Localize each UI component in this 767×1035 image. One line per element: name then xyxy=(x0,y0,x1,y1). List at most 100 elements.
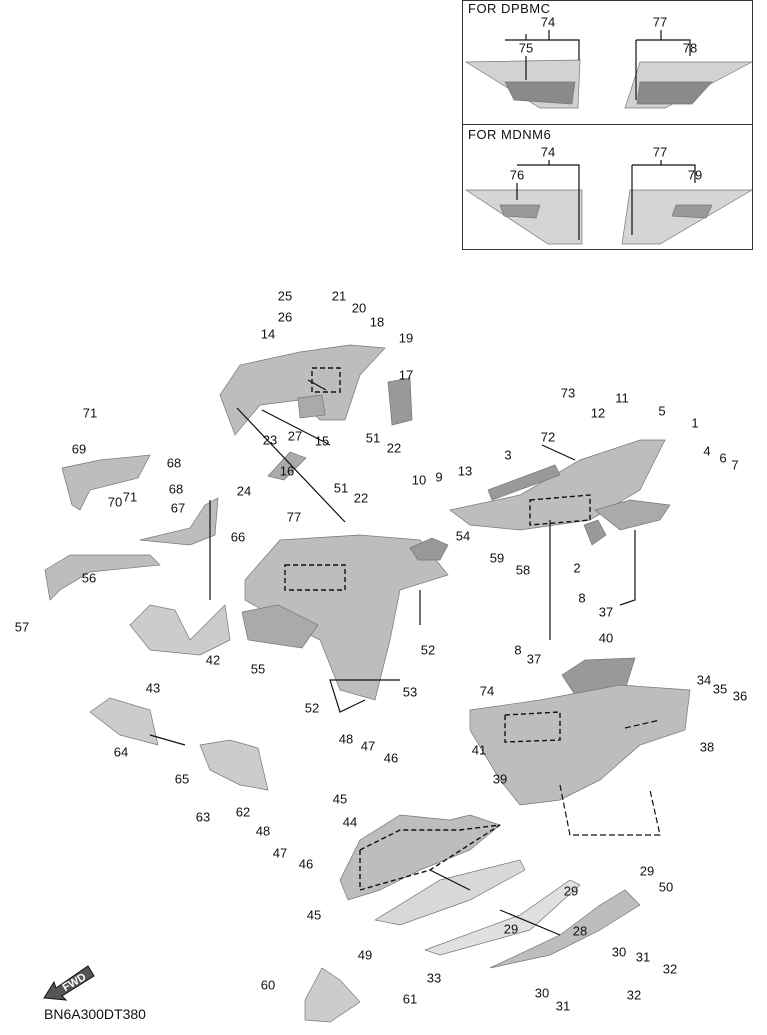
callout-part-33: 33 xyxy=(426,970,442,986)
callout-part-25: 25 xyxy=(277,288,293,304)
callout-part-43: 43 xyxy=(145,680,161,696)
callout-part-54: 54 xyxy=(455,528,471,544)
part-66 xyxy=(139,497,219,546)
callout-part-55: 55 xyxy=(250,661,266,677)
callout-part-71: 71 xyxy=(122,489,138,505)
decal-76 xyxy=(499,204,541,219)
inset-divider xyxy=(462,124,753,125)
callout-part-13: 13 xyxy=(457,463,473,479)
callout-part-23: 23 xyxy=(262,432,278,448)
callout-part-19: 19 xyxy=(398,330,414,346)
callout-part-70: 70 xyxy=(107,494,123,510)
callout-part-46: 46 xyxy=(298,856,314,872)
callout-part-22: 22 xyxy=(386,440,402,456)
callout-part-30: 30 xyxy=(611,944,627,960)
part-60 xyxy=(304,967,361,1023)
callout-part-2: 2 xyxy=(573,560,581,576)
callout-part-59: 59 xyxy=(489,550,505,566)
callout-part-62: 62 xyxy=(235,804,251,820)
part-3 xyxy=(487,464,561,501)
callout-part-51: 51 xyxy=(365,430,381,446)
callout-part-32: 32 xyxy=(662,961,678,977)
callout-part-35: 35 xyxy=(712,681,728,697)
callout-part-77: 77 xyxy=(652,144,668,160)
part-17 xyxy=(387,377,413,426)
part-right-duct xyxy=(594,499,671,531)
callout-part-30: 30 xyxy=(534,985,550,1001)
diagram-code: BN6A300DT380 xyxy=(44,1006,146,1022)
callout-part-45: 45 xyxy=(306,907,322,923)
callout-part-9: 9 xyxy=(435,469,443,485)
part-16 xyxy=(267,451,307,481)
part-74-side-cowl xyxy=(469,684,691,806)
callout-part-41: 41 xyxy=(471,742,487,758)
fwd-arrow-icon: FWD xyxy=(40,962,100,1007)
decal-78 xyxy=(636,81,713,105)
callout-part-79: 79 xyxy=(687,167,703,183)
callout-part-45: 45 xyxy=(332,791,348,807)
callout-part-77: 77 xyxy=(286,509,302,525)
part-56 xyxy=(44,554,161,601)
callout-part-7: 7 xyxy=(731,457,739,473)
callout-part-53: 53 xyxy=(402,684,418,700)
hidden-part-outlines xyxy=(284,367,591,891)
callout-part-74: 74 xyxy=(540,14,556,30)
decal-79 xyxy=(671,204,713,219)
callout-part-21: 21 xyxy=(331,288,347,304)
part-64 xyxy=(89,697,159,746)
callout-part-31: 31 xyxy=(635,949,651,965)
callout-part-63: 63 xyxy=(195,809,211,825)
callout-part-52: 52 xyxy=(304,700,320,716)
callout-part-44: 44 xyxy=(342,814,358,830)
callout-part-24: 24 xyxy=(236,483,252,499)
callout-part-57: 57 xyxy=(14,619,30,635)
callout-part-12: 12 xyxy=(590,405,606,421)
callout-part-37: 37 xyxy=(526,651,542,667)
callout-part-50: 50 xyxy=(658,879,674,895)
callout-part-16: 16 xyxy=(279,463,295,479)
part-54 xyxy=(409,537,449,561)
part-55 xyxy=(241,604,319,649)
callout-part-32: 32 xyxy=(626,987,642,1003)
callout-part-27: 27 xyxy=(287,428,303,444)
callout-part-78: 78 xyxy=(682,40,698,56)
decal-75 xyxy=(504,81,576,105)
callout-part-77: 77 xyxy=(652,14,668,30)
callout-part-72: 72 xyxy=(540,429,556,445)
part-2 xyxy=(583,519,607,546)
variant-inset-box xyxy=(462,0,753,250)
callout-part-38: 38 xyxy=(699,739,715,755)
callout-part-6: 6 xyxy=(719,450,727,466)
callout-part-75: 75 xyxy=(518,40,534,56)
callout-part-47: 47 xyxy=(272,845,288,861)
callout-part-60: 60 xyxy=(260,977,276,993)
callout-part-15: 15 xyxy=(314,433,330,449)
callout-part-48: 48 xyxy=(255,823,271,839)
callout-part-5: 5 xyxy=(658,403,666,419)
callout-part-69: 69 xyxy=(71,441,87,457)
callout-part-65: 65 xyxy=(174,771,190,787)
callout-part-68: 68 xyxy=(168,481,184,497)
callout-part-74: 74 xyxy=(540,144,556,160)
part-15 xyxy=(297,394,326,419)
callout-part-17: 17 xyxy=(398,367,414,383)
callout-part-58: 58 xyxy=(515,562,531,578)
part-49 xyxy=(374,859,526,926)
callout-part-20: 20 xyxy=(351,300,367,316)
callout-part-52: 52 xyxy=(420,642,436,658)
callout-part-46: 46 xyxy=(383,750,399,766)
callout-part-64: 64 xyxy=(113,744,129,760)
callout-part-42: 42 xyxy=(205,652,221,668)
callout-part-18: 18 xyxy=(369,314,385,330)
callout-part-36: 36 xyxy=(732,688,748,704)
callout-part-71: 71 xyxy=(82,405,98,421)
callout-part-22: 22 xyxy=(353,490,369,506)
callout-part-3: 3 xyxy=(504,447,512,463)
callout-part-61: 61 xyxy=(402,991,418,1007)
part-42 xyxy=(129,604,231,656)
part-62 xyxy=(199,739,269,791)
callout-part-74: 74 xyxy=(479,683,495,699)
callout-part-10: 10 xyxy=(411,472,427,488)
part-33 xyxy=(423,879,581,956)
